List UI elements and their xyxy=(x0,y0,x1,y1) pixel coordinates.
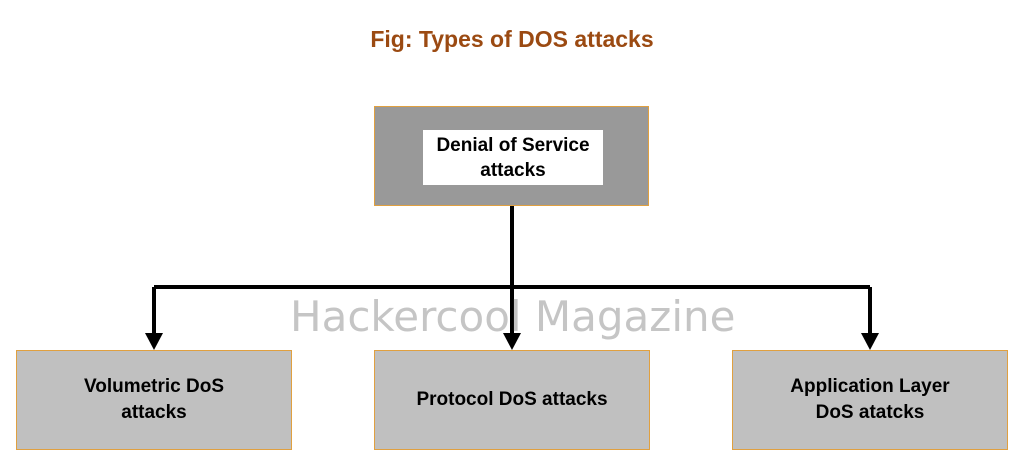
root-node-box: Denial of Service attacks xyxy=(374,106,649,206)
root-node-label: Denial of Service attacks xyxy=(423,130,603,185)
arrowhead-right xyxy=(861,333,879,350)
arrowhead-left xyxy=(145,333,163,350)
child-node-label: Application Layer DoS atatcks xyxy=(790,376,950,423)
child-node-protocol: Protocol DoS attacks xyxy=(374,350,650,450)
figure-title: Fig: Types of DOS attacks xyxy=(370,26,654,52)
child-node-application-layer: Application Layer DoS atatcks xyxy=(732,350,1008,450)
child-node-volumetric: Volumetric DoS attacks xyxy=(16,350,292,450)
watermark-text: Hackercool Magazine xyxy=(290,292,736,341)
child-node-label: Volumetric DoS attacks xyxy=(83,376,225,423)
arrowhead-middle xyxy=(503,333,521,350)
child-node-label: Protocol DoS attacks xyxy=(416,389,608,410)
